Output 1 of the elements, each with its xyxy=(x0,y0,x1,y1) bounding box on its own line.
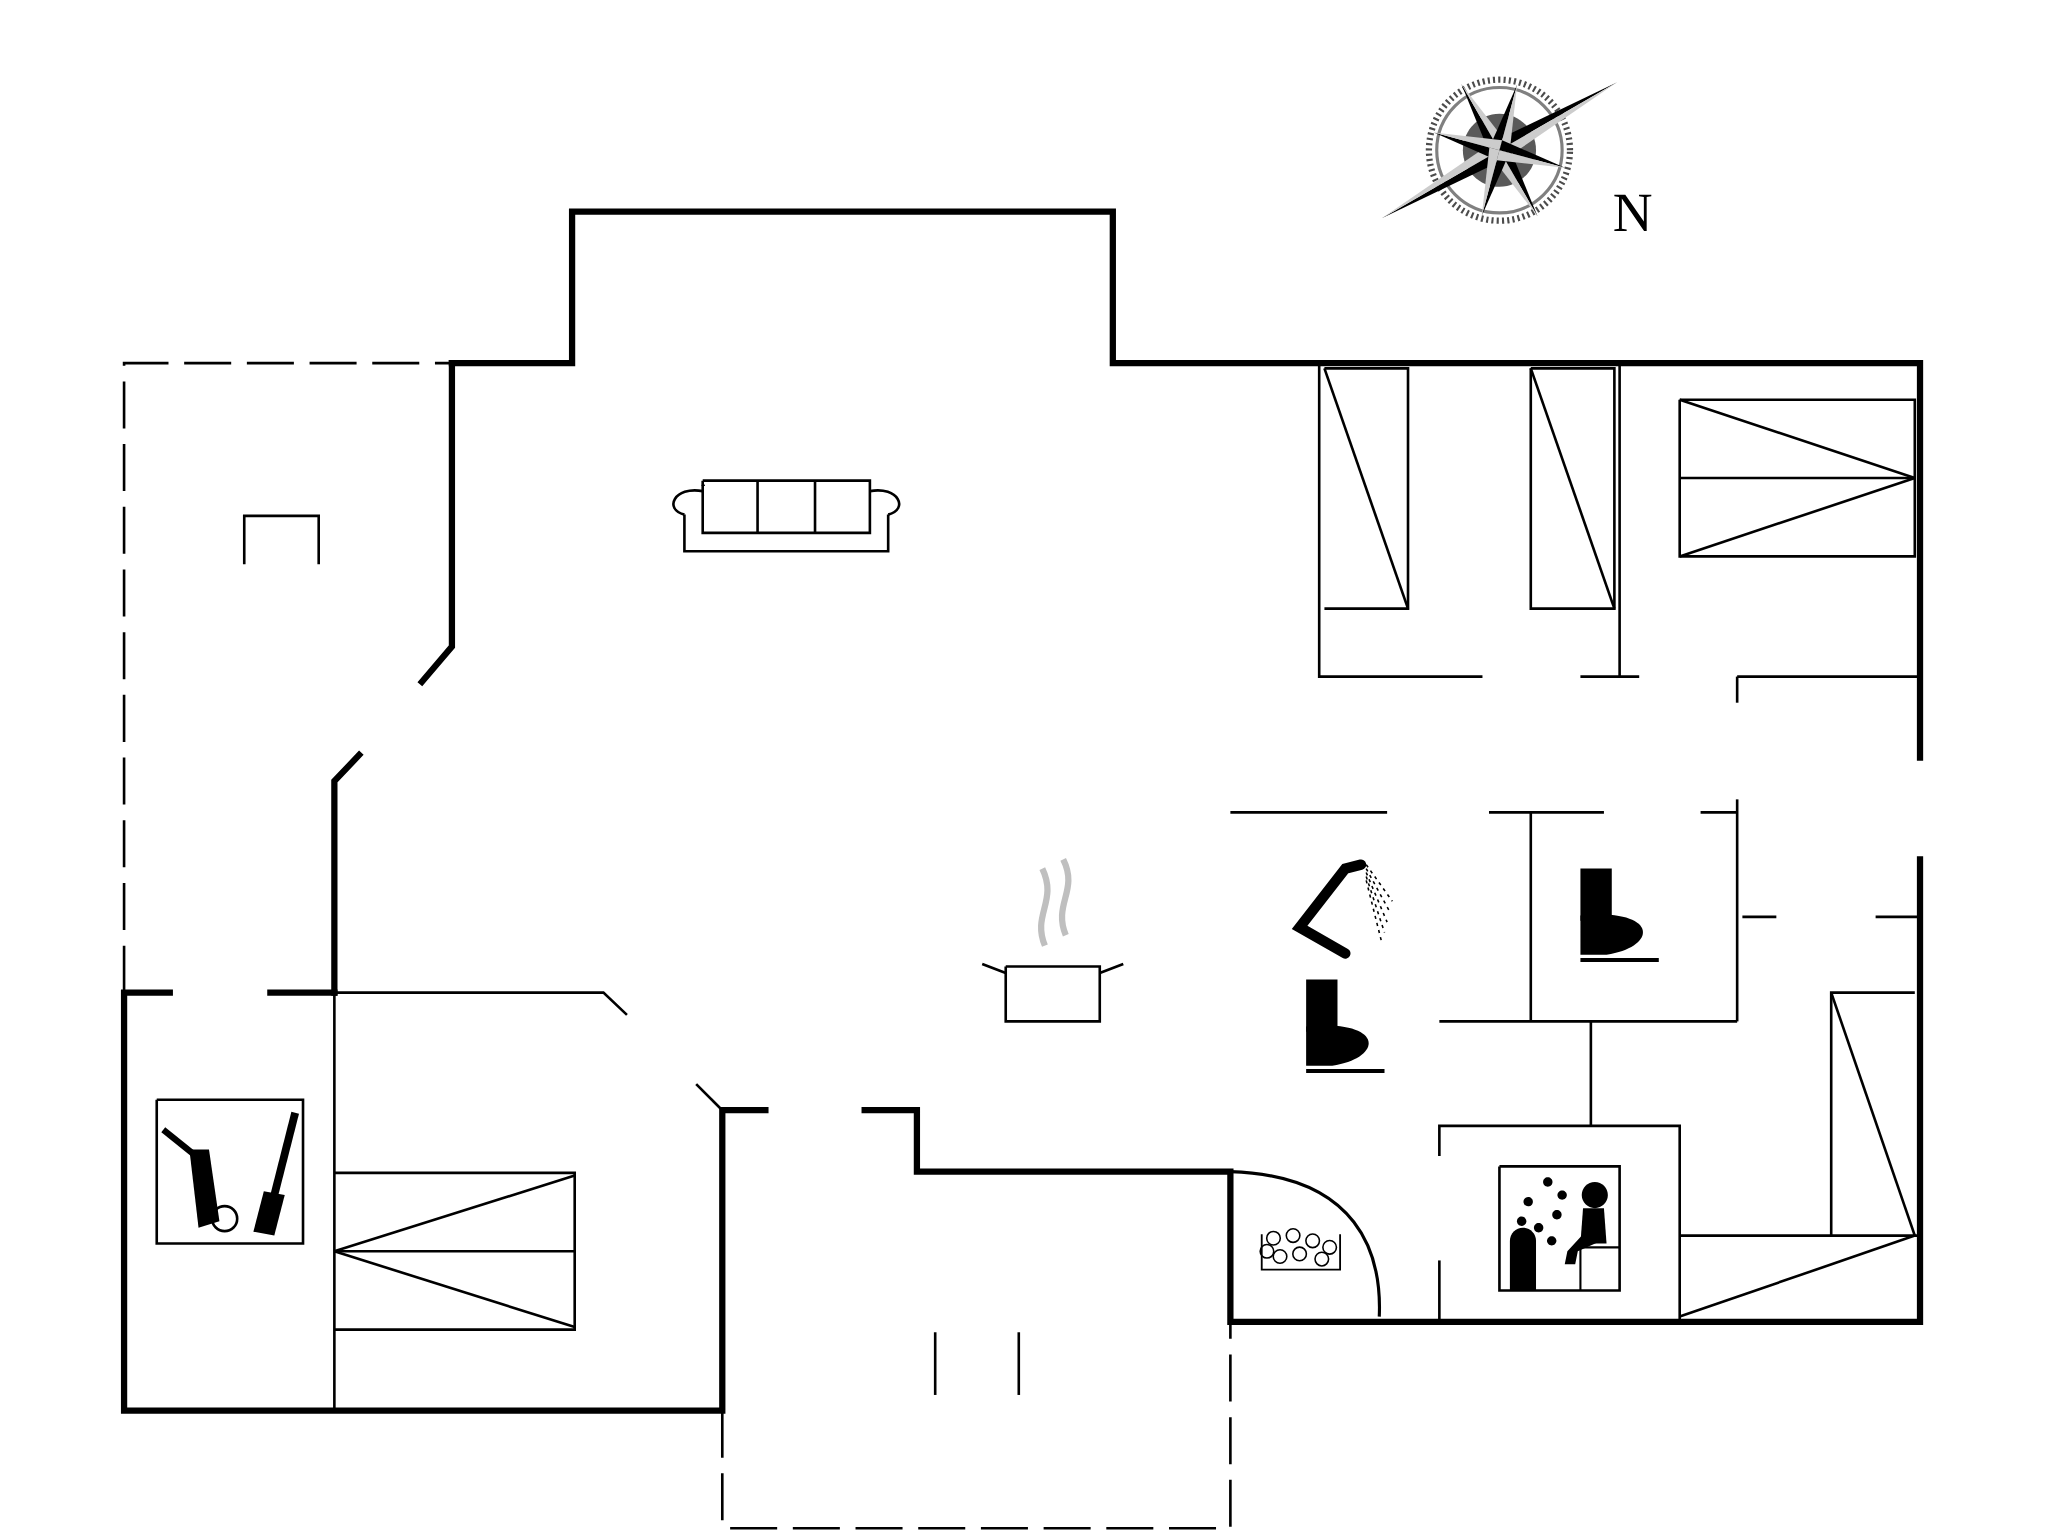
compass-label: N xyxy=(1614,194,1652,231)
